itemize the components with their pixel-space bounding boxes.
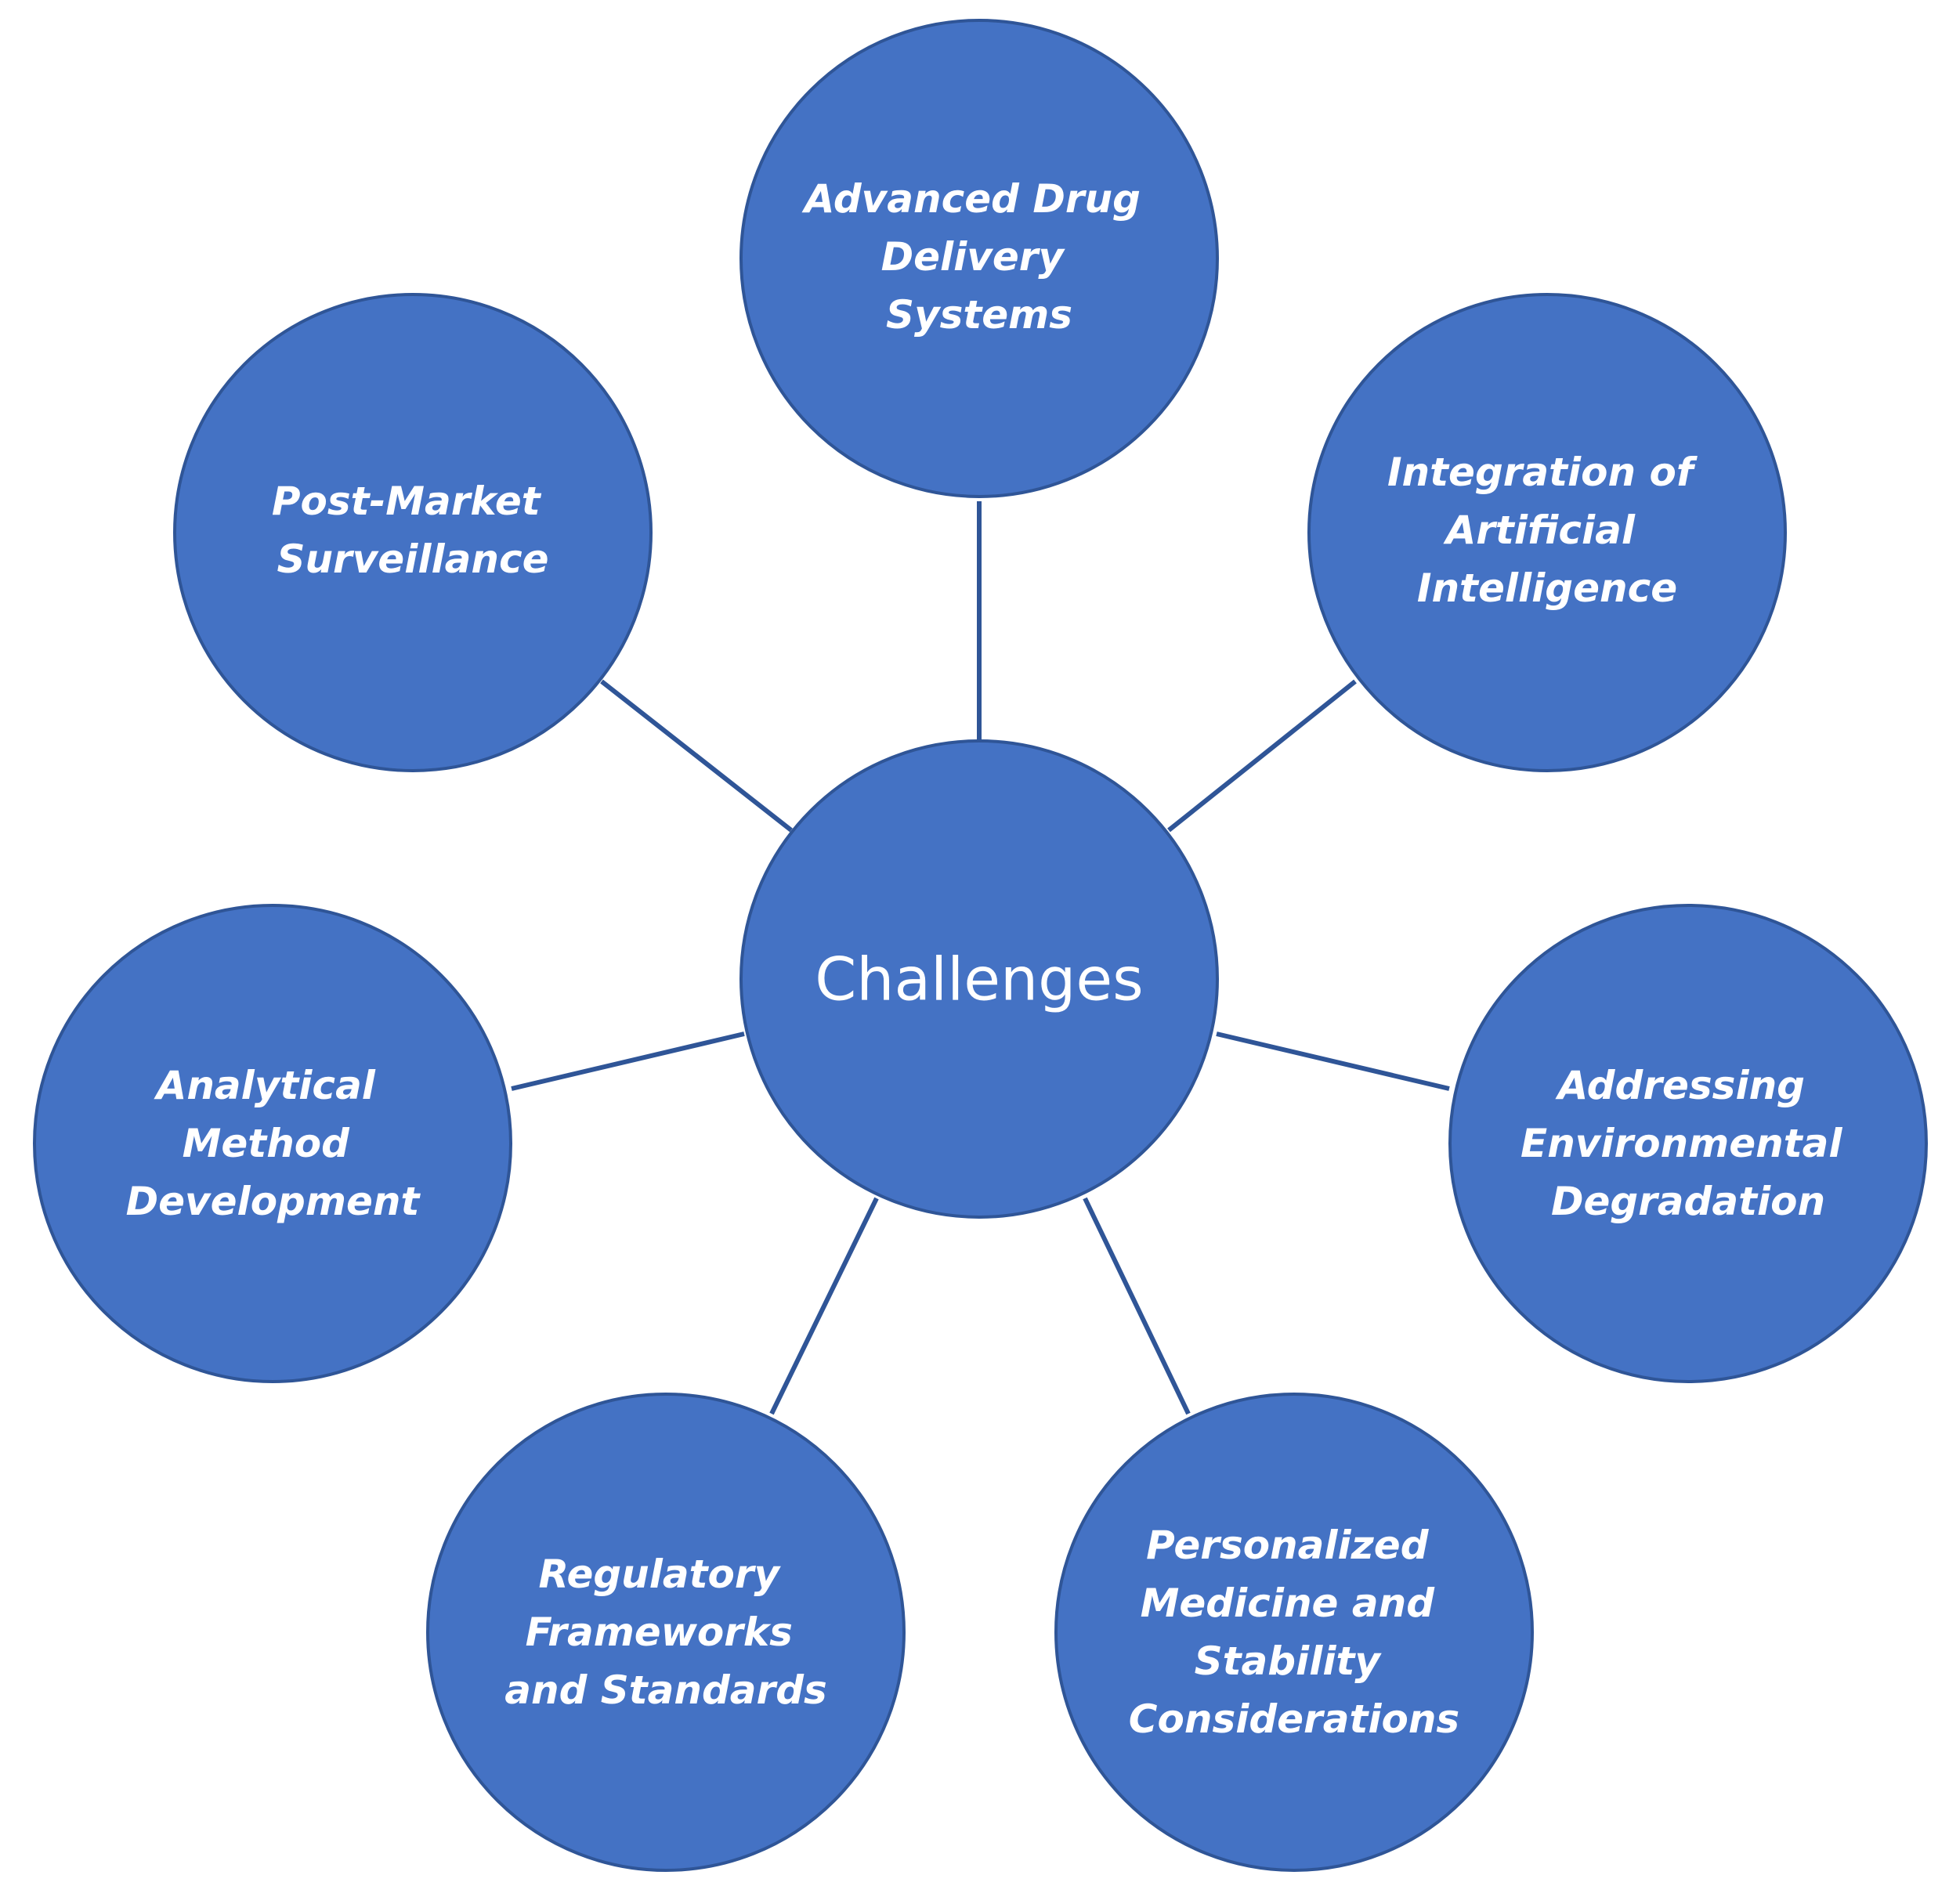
label-line: Addressing <box>1555 1063 1805 1108</box>
connector-artificial-intelligence <box>1167 679 1357 833</box>
label-line: Method <box>183 1121 351 1166</box>
label-line: Systems <box>886 292 1072 338</box>
center-node[interactable]: Challenges <box>739 739 1219 1219</box>
label-line: Medicine and <box>1141 1581 1436 1626</box>
node-label: Personalized Medicine and Stability Cons… <box>1129 1523 1459 1742</box>
connector-personalized-medicine <box>1083 1197 1191 1415</box>
label-line: Environmental <box>1521 1121 1842 1166</box>
node-environmental-degradation[interactable]: Addressing Environmental Degradation <box>1448 904 1928 1383</box>
node-label: Advanced Drug Delivery Systems <box>801 176 1155 338</box>
label-line: Analytical <box>154 1063 376 1108</box>
label-line: Surveillance <box>277 537 548 582</box>
label-line: Integration of <box>1387 450 1698 495</box>
label-line: Regulatory <box>538 1552 781 1597</box>
node-label: Post-Market Surveillance <box>272 479 554 582</box>
node-label: Integration of Artificial Intelligence <box>1387 450 1707 611</box>
node-post-market-surveillance[interactable]: Post-Market Surveillance <box>173 293 653 772</box>
label-line: Degradation <box>1551 1179 1825 1224</box>
connector-analytical-method <box>511 1031 745 1091</box>
node-label: Analytical Method Development <box>126 1063 421 1224</box>
connector-environmental-degradation <box>1216 1031 1450 1091</box>
node-advanced-drug-delivery[interactable]: Advanced Drug Delivery Systems <box>739 19 1219 498</box>
label-line: Development <box>126 1179 421 1224</box>
label-line: Intelligence <box>1417 565 1677 611</box>
connector-post-market-surveillance <box>600 679 793 833</box>
center-label: Challenges <box>815 945 1144 1014</box>
node-artificial-intelligence[interactable]: Integration of Artificial Intelligence <box>1307 293 1787 772</box>
label-line: Frameworks <box>526 1610 793 1655</box>
node-personalized-medicine[interactable]: Personalized Medicine and Stability Cons… <box>1054 1393 1534 1872</box>
label-line: Artificial <box>1443 508 1636 553</box>
label-line: Advanced Drug <box>801 176 1141 222</box>
node-analytical-method[interactable]: Analytical Method Development <box>33 904 512 1383</box>
label-line: Post-Market <box>272 479 542 524</box>
node-label: Regulatory Frameworks and Standards <box>504 1552 827 1713</box>
connector-regulatory-frameworks <box>769 1197 879 1415</box>
label-line: Stability <box>1195 1638 1383 1684</box>
label-line: Delivery <box>881 234 1066 280</box>
node-regulatory-frameworks[interactable]: Regulatory Frameworks and Standards <box>426 1393 906 1872</box>
label-line: Personalized <box>1146 1523 1430 1568</box>
label-line: Considerations <box>1129 1696 1459 1742</box>
node-label: Addressing Environmental Degradation <box>1521 1063 1856 1224</box>
label-line: and Standards <box>504 1667 827 1713</box>
